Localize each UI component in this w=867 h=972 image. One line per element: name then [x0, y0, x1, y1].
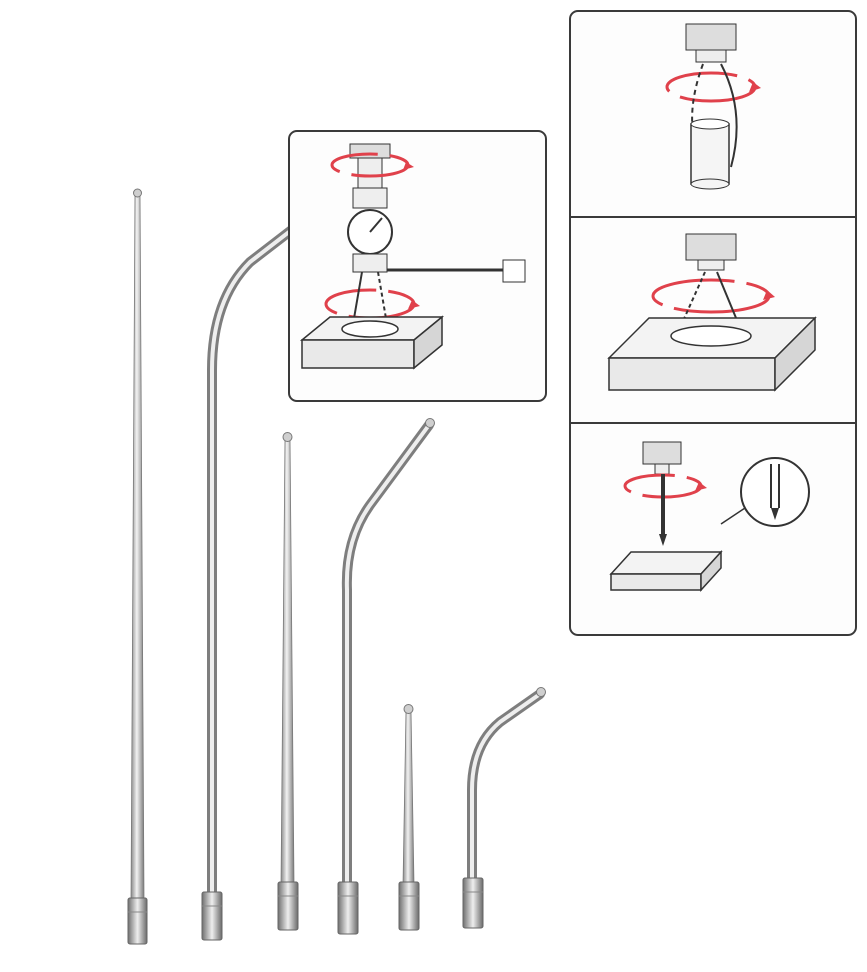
dial-indicator-bore-centering	[288, 130, 547, 402]
panel-divider	[571, 216, 855, 218]
panel-divider	[571, 422, 855, 424]
magnifier-icon	[720, 457, 810, 527]
straight-probe-medium	[277, 432, 299, 931]
bent-probe-medium	[337, 418, 435, 935]
bent-probe-short	[462, 687, 546, 929]
bore-centering-on-cylinder	[665, 23, 761, 190]
hole-centering-on-block	[607, 233, 817, 392]
edge-finding-with-magnified-tip	[609, 441, 810, 592]
straight-probe-short	[398, 704, 420, 931]
illustration-stack	[569, 10, 857, 636]
dial-indicator-on-workpiece-icon	[299, 143, 526, 370]
straight-probe-long	[127, 188, 148, 945]
